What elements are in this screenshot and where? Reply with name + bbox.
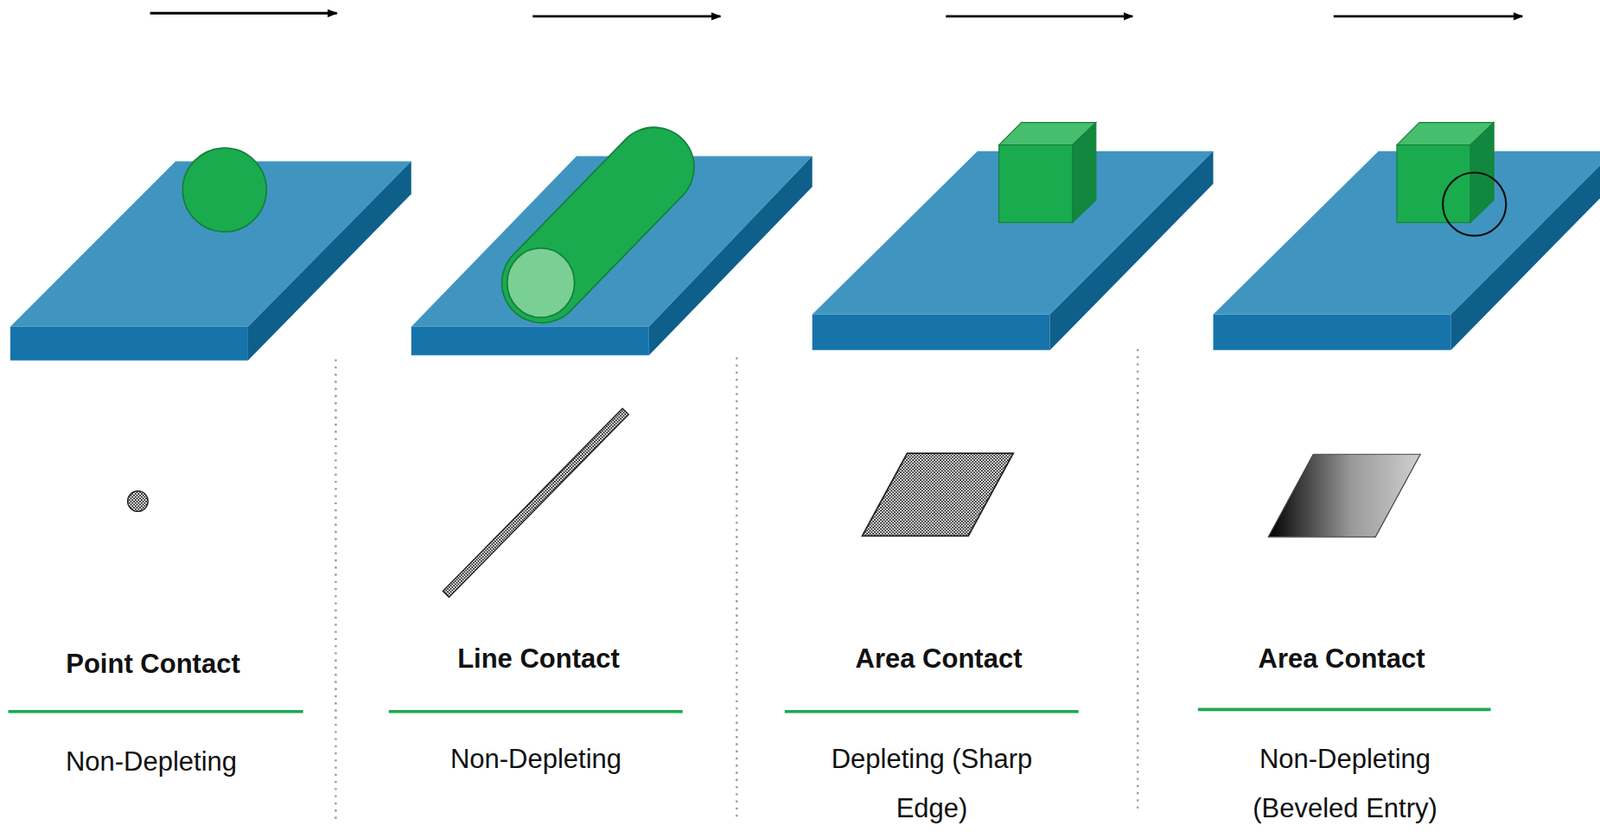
bevel-highlight	[1442, 172, 1506, 236]
panel-title: Line Contact	[400, 641, 677, 676]
panel-subtitle: Non-Depleting	[406, 733, 666, 784]
line-patch	[442, 407, 629, 597]
graded-area-patch	[1268, 453, 1421, 537]
motion-arrow	[150, 12, 1524, 17]
substrate-slab	[411, 156, 813, 356]
cube	[999, 122, 1097, 224]
panel-title: Area Contact	[1203, 641, 1480, 676]
panel-subtitle: Depleting (Sharp Edge)	[819, 733, 1045, 832]
panel-title: Area Contact	[800, 641, 1078, 676]
panel-subtitle: Non-Depleting	[21, 736, 281, 786]
cylinder	[507, 167, 655, 319]
panel-title: Point Contact	[14, 646, 292, 682]
point-patch	[127, 490, 149, 512]
area-patch	[862, 452, 1014, 536]
title-underline	[8, 708, 1492, 711]
panel-subtitle: Non-Depleting (Beveled Entry)	[1232, 733, 1458, 832]
sphere	[182, 147, 267, 232]
